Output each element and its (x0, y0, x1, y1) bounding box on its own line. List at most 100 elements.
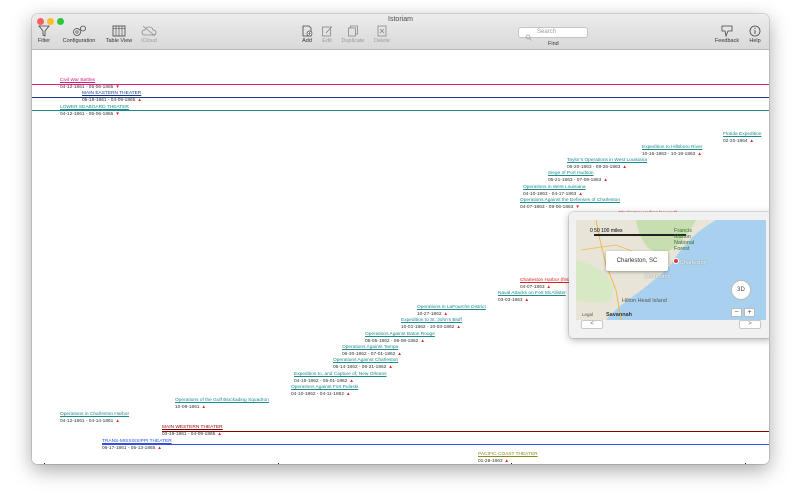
configuration-button[interactable]: Configuration (59, 25, 99, 49)
expand-triangle-icon[interactable]: ▲ (420, 338, 425, 343)
feedback-button[interactable]: Feedback (712, 25, 742, 49)
timeline-event[interactable]: Operations of the Gulf Blockading Squadr… (175, 398, 269, 411)
collapse-triangle-icon[interactable]: ▼ (575, 204, 580, 209)
event-name: Operations Against Tampa (342, 345, 399, 350)
event-name: Operations Against the Defenses of Charl… (520, 198, 620, 203)
expand-triangle-icon[interactable]: ▲ (157, 445, 162, 450)
map-next-button[interactable]: > (739, 320, 761, 329)
event-name: TRANS-MISSISSIPPI THEATER (102, 439, 172, 444)
filter-button[interactable]: Filter (37, 25, 51, 49)
map-zoom-out-button[interactable]: − (731, 308, 742, 317)
cloud-off-icon (141, 25, 157, 37)
filter-icon (38, 25, 50, 37)
expand-triangle-icon[interactable]: ▲ (504, 458, 510, 463)
add-button[interactable]: Add (300, 25, 314, 49)
collapse-triangle-icon[interactable]: ▼ (115, 111, 120, 116)
event-name: MAIN WESTERN THEATER (162, 425, 223, 430)
expand-triangle-icon[interactable]: ▲ (388, 364, 393, 369)
expand-triangle-icon[interactable]: ▲ (524, 297, 530, 302)
expand-triangle-icon[interactable]: ▲ (217, 431, 222, 436)
expand-triangle-icon[interactable]: ▲ (603, 177, 608, 182)
map-view[interactable]: 0 50 100 miles Charleston, SC Charleston… (576, 220, 766, 320)
add-label: Add (302, 38, 312, 44)
map-scale-label: 0 50 100 miles (590, 228, 623, 234)
map-zoom-in-button[interactable]: + (744, 308, 755, 317)
event-name: PACIFIC COAST THEATER (478, 452, 538, 457)
timeline-event[interactable]: Expedition to, and Capture of, New Orlea… (294, 372, 387, 385)
duplicate-icon (348, 25, 358, 37)
event-dates: 10-01-1862 - 10-03-1862▲ (401, 324, 462, 331)
expand-triangle-icon[interactable]: ▲ (697, 151, 702, 156)
band-civil-war-battles (32, 84, 769, 85)
close-window-button[interactable] (37, 18, 44, 25)
collapse-triangle-icon[interactable]: ▼ (115, 84, 120, 89)
edit-icon (322, 26, 333, 37)
zoom-window-button[interactable] (57, 18, 64, 25)
band-main-eastern-theater (32, 97, 769, 98)
add-document-icon (302, 25, 313, 37)
expand-triangle-icon[interactable]: ▲ (622, 164, 627, 169)
timeline-event[interactable]: Operations Against Tampa 06-30-1862 - 07-… (342, 345, 402, 358)
expand-triangle-icon[interactable]: ▲ (349, 378, 354, 383)
event-dates: 04-12-1861 - 04-14-1861▲ (60, 418, 129, 425)
table-icon (112, 25, 126, 37)
minimize-window-button[interactable] (47, 18, 54, 25)
search-input[interactable]: Search (518, 27, 588, 38)
expand-triangle-icon[interactable]: ▲ (749, 138, 755, 143)
expand-triangle-icon[interactable]: ▲ (578, 191, 583, 196)
event-date-range: 10-27-1862 (417, 312, 442, 317)
help-button[interactable]: Help (746, 25, 764, 49)
event-date-range: 04-10-1863 - 04-17-1863 (523, 192, 577, 197)
icloud-button[interactable]: iCloud (138, 25, 160, 49)
feedback-label: Feedback (714, 38, 740, 44)
expand-triangle-icon[interactable]: ▲ (456, 324, 461, 329)
edit-label: Edit (322, 38, 332, 44)
event-dates: 10-09-1861▲ (175, 404, 269, 411)
window-title: Istoriam (388, 16, 413, 23)
expand-triangle-icon[interactable]: ▲ (137, 97, 142, 102)
event-date-range: 06-30-1862 - 07-01-1862 (342, 352, 396, 357)
duplicate-button[interactable]: Duplicate (340, 25, 366, 49)
expand-triangle-icon[interactable]: ▲ (443, 311, 449, 316)
expand-triangle-icon[interactable]: ▲ (546, 284, 552, 289)
table-view-label: Table View (105, 38, 133, 44)
expand-triangle-icon[interactable]: ▲ (115, 418, 120, 423)
timeline-event[interactable]: Operations Against the Defenses of Charl… (520, 198, 620, 211)
edit-button[interactable]: Edit (320, 25, 334, 49)
table-view-button[interactable]: Table View (104, 25, 134, 49)
event-name: Siege of Port Hudson (548, 171, 594, 176)
timeline-event[interactable]: Charleston Harbor (first)04-07-1863▲ (520, 278, 571, 291)
map-prev-button[interactable]: < (581, 320, 603, 329)
expand-triangle-icon[interactable]: ▲ (201, 404, 207, 409)
event-name: MAIN EASTERN THEATER (82, 91, 142, 96)
axis-tick (44, 463, 45, 464)
event-dates: 10-27-1862▲ (417, 311, 486, 318)
expand-triangle-icon[interactable]: ▲ (397, 351, 402, 356)
location-pin-icon[interactable] (673, 258, 679, 264)
expand-triangle-icon[interactable]: ▲ (345, 391, 351, 396)
event-dates: 04-10-1863 - 04-17-1863▲ (523, 191, 586, 198)
delete-button[interactable]: Delete (372, 25, 392, 49)
map-label-francis-marion: Francis Marion National Forest (674, 228, 695, 252)
map-3d-button[interactable]: 3D (731, 280, 751, 300)
map-legal-link[interactable]: Legal (582, 312, 594, 317)
delete-icon (377, 25, 387, 37)
